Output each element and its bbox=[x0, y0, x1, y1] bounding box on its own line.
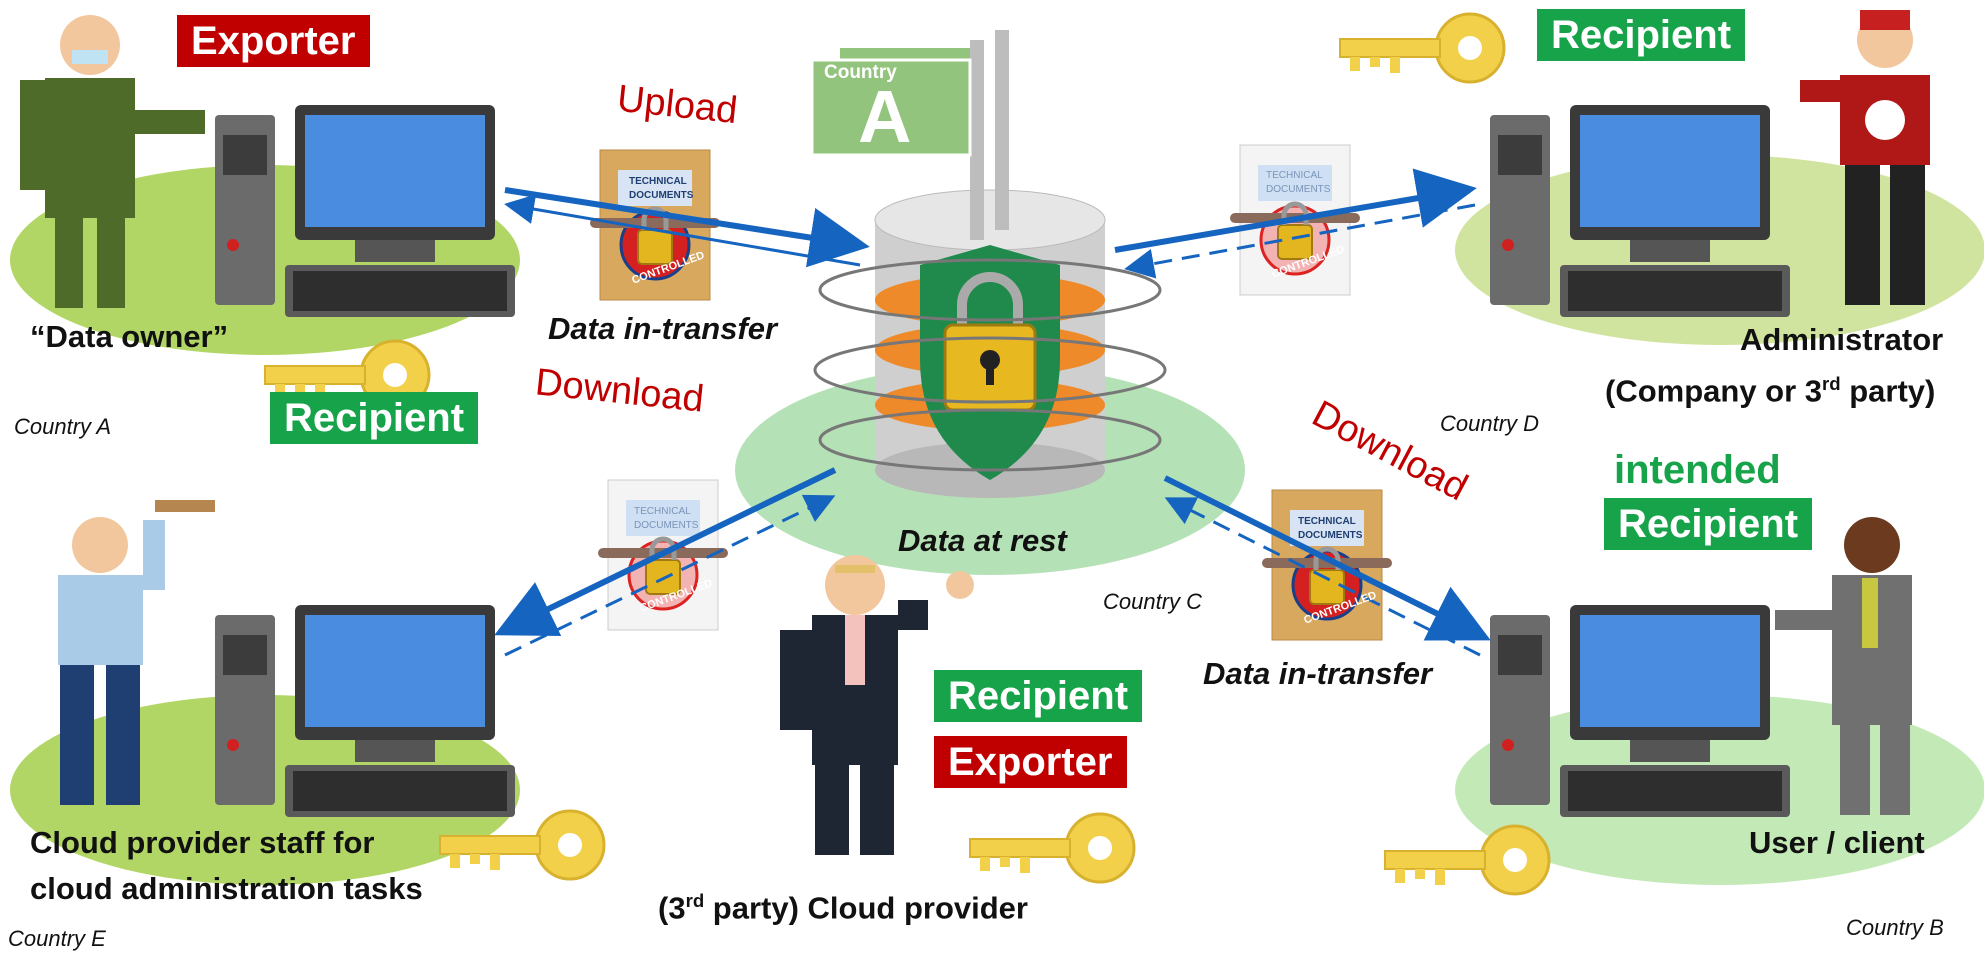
user-client-figure bbox=[1775, 517, 1912, 815]
computer-country-a bbox=[215, 105, 515, 317]
doc-title-line1: TECHNICAL bbox=[1298, 516, 1356, 527]
administrator-caption-line1: Administrator bbox=[1740, 322, 1944, 357]
country-c-label: Country C bbox=[1103, 589, 1203, 614]
intended-recipient-badge: Recipient bbox=[1604, 498, 1813, 550]
flag-country-word: Country bbox=[824, 62, 897, 83]
cloud-provider-figure bbox=[780, 555, 974, 855]
country-a-flag bbox=[810, 48, 972, 157]
country-b-label: Country B bbox=[1846, 915, 1944, 940]
administrator-caption-line2: (Company or 3rd party) bbox=[1605, 373, 1936, 409]
doc-title-line2: DOCUMENTS bbox=[629, 190, 694, 201]
country-e-label: Country E bbox=[8, 926, 106, 951]
cloud-staff-caption-line2: cloud administration tasks bbox=[30, 871, 423, 906]
doc-title-line2: DOCUMENTS bbox=[1266, 184, 1331, 195]
computer-country-e bbox=[215, 605, 515, 817]
computer-country-d bbox=[1490, 105, 1790, 317]
computer-country-b bbox=[1490, 605, 1790, 817]
data-owner-caption: “Data owner” bbox=[30, 319, 229, 354]
key-cloud-provider bbox=[968, 812, 1136, 884]
doc-title-line2: DOCUMENTS bbox=[1298, 530, 1363, 541]
flag-country-letter: A bbox=[858, 75, 912, 158]
user-client-caption: User / client bbox=[1749, 825, 1925, 860]
key-country-d bbox=[1338, 12, 1506, 84]
arrow-download-top-right bbox=[1114, 168, 1477, 279]
intended-label: intended bbox=[1614, 448, 1781, 492]
data-in-transfer-label-left: Data in-transfer bbox=[548, 311, 778, 346]
doc-title-line1: TECHNICAL bbox=[634, 506, 691, 517]
recipient-badge-country-d: Recipient bbox=[1537, 9, 1746, 61]
exporter-badge-cloud-provider: Exporter bbox=[934, 736, 1127, 788]
cloud-provider-caption: (3rd party) Cloud provider bbox=[658, 890, 1028, 926]
cloud-staff-figure bbox=[58, 500, 215, 805]
recipient-badge-country-e: Recipient bbox=[270, 392, 479, 444]
arrow-download-left bbox=[494, 467, 837, 657]
key-country-b bbox=[1383, 824, 1551, 896]
doc-title-line2: DOCUMENTS bbox=[634, 520, 699, 531]
arrow-download-right bbox=[1163, 475, 1491, 657]
country-a-label: Country A bbox=[14, 414, 112, 439]
flag-poles bbox=[970, 30, 1009, 240]
doc-title-line1: TECHNICAL bbox=[629, 176, 687, 187]
administrator-figure bbox=[1800, 10, 1930, 305]
cloud-staff-caption-line1: Cloud provider staff for bbox=[30, 825, 375, 860]
data-at-rest-label: Data at rest bbox=[898, 523, 1067, 558]
doc-title-line1: TECHNICAL bbox=[1266, 170, 1323, 181]
barbed-wire bbox=[813, 258, 1167, 472]
arrow-upload bbox=[504, 187, 870, 268]
data-in-transfer-label-right: Data in-transfer bbox=[1203, 656, 1433, 691]
exporter-badge-country-a: Exporter bbox=[177, 15, 370, 67]
country-d-label: Country D bbox=[1440, 411, 1540, 436]
data-owner-figure bbox=[20, 15, 205, 308]
recipient-badge-cloud-provider: Recipient bbox=[934, 670, 1143, 722]
